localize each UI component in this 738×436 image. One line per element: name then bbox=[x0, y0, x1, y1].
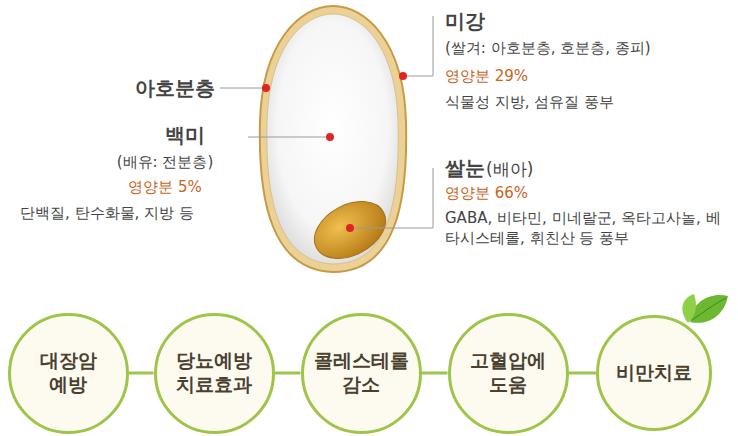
leader-line bbox=[220, 88, 263, 89]
marker-dot bbox=[399, 72, 407, 80]
part-note: (쌀겨: 아호분층, 호분층, 종피) bbox=[445, 38, 651, 58]
part-note: 영양분 5% bbox=[128, 177, 202, 197]
benefit-text: 고혈압에 도움 bbox=[458, 349, 558, 397]
benefit-circle: 대장암 예방 bbox=[8, 313, 129, 434]
leaf-icon bbox=[682, 294, 728, 323]
connector-line bbox=[422, 372, 448, 375]
connector-line bbox=[129, 372, 154, 375]
leader-line bbox=[248, 137, 327, 138]
connector-line bbox=[569, 372, 597, 375]
benefit-text: 콜레스테롤 감소 bbox=[311, 349, 411, 397]
marker-dot bbox=[346, 224, 354, 232]
part-note: 식물성 지방, 섬유질 풍부 bbox=[445, 92, 614, 112]
bran-layer bbox=[260, 6, 406, 272]
leaf bbox=[682, 294, 696, 323]
part-note: (배유: 전분층) bbox=[117, 152, 214, 172]
leader-line bbox=[353, 168, 433, 228]
part-heading: 아호분층 bbox=[135, 75, 215, 102]
part-note: GABA, 비타민, 미네랄군, 옥타고사놀, 베타시스테롤, 휘친산 등 풍부 bbox=[445, 208, 733, 249]
benefit-text: 당뇨예방 치료효과 bbox=[164, 349, 264, 397]
benefit-circle: 고혈압에 도움 bbox=[448, 313, 569, 434]
marker-dot bbox=[262, 84, 270, 92]
connector-line bbox=[275, 372, 301, 375]
leader-line bbox=[406, 16, 433, 76]
part-note: (배아) bbox=[486, 158, 533, 181]
leader-lines bbox=[220, 16, 433, 228]
part-note: 영양분 29% bbox=[445, 66, 528, 86]
leaf-vein bbox=[692, 298, 726, 320]
part-heading: 백미 bbox=[165, 122, 205, 149]
part-note: 영양분 66% bbox=[445, 183, 528, 203]
marker-dots bbox=[262, 72, 407, 232]
benefit-text: 대장암 예방 bbox=[18, 349, 118, 397]
part-heading: 쌀눈 bbox=[445, 155, 485, 182]
marker-dot bbox=[326, 133, 334, 141]
embryo bbox=[305, 190, 396, 270]
benefit-text: 비만치료 bbox=[604, 361, 704, 385]
benefit-circle: 비만치료 bbox=[596, 315, 712, 431]
part-note: 단백질, 탄수화물, 지방 등 bbox=[20, 203, 194, 223]
benefit-circle: 당뇨예방 치료효과 bbox=[154, 313, 275, 434]
benefit-circle: 콜레스테롤 감소 bbox=[301, 313, 422, 434]
part-heading: 미강 bbox=[445, 8, 485, 35]
